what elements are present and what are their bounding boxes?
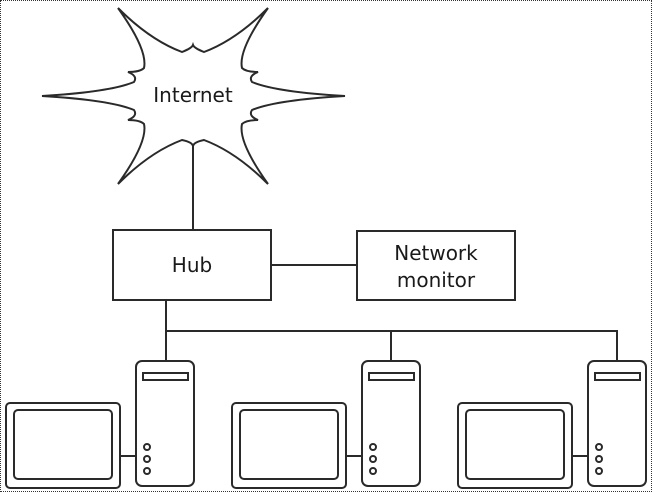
- tower-icon: [135, 360, 195, 487]
- computer-1: [5, 360, 195, 489]
- monitor-screen: [239, 409, 339, 480]
- monitor-screen: [465, 409, 565, 480]
- internet-label: Internet: [153, 83, 233, 107]
- lan-bus: [166, 330, 618, 361]
- tower-button: [143, 467, 151, 475]
- monitor-icon: [457, 402, 573, 489]
- tower-button: [143, 443, 151, 451]
- tower-button: [143, 455, 151, 463]
- network-monitor-label-line1: Network: [394, 241, 478, 265]
- tower-icon: [361, 360, 421, 487]
- hub-label: Hub: [171, 253, 213, 277]
- monitor-screen: [13, 409, 113, 480]
- monitor-icon: [231, 402, 347, 489]
- tower-icon: [587, 360, 647, 487]
- computer-2: [231, 360, 421, 489]
- drive-slot: [594, 372, 641, 381]
- network-monitor-label-line2: monitor: [396, 268, 476, 292]
- monitor-icon: [5, 402, 121, 489]
- drive-slot: [142, 372, 189, 381]
- computer-3: [457, 360, 647, 489]
- tower-button: [369, 443, 377, 451]
- tower-button: [595, 443, 603, 451]
- drive-slot: [368, 372, 415, 381]
- internet-cloud-icon: [41, 7, 346, 185]
- tower-button: [369, 467, 377, 475]
- tower-button: [595, 455, 603, 463]
- tower-button: [595, 467, 603, 475]
- tower-button: [369, 455, 377, 463]
